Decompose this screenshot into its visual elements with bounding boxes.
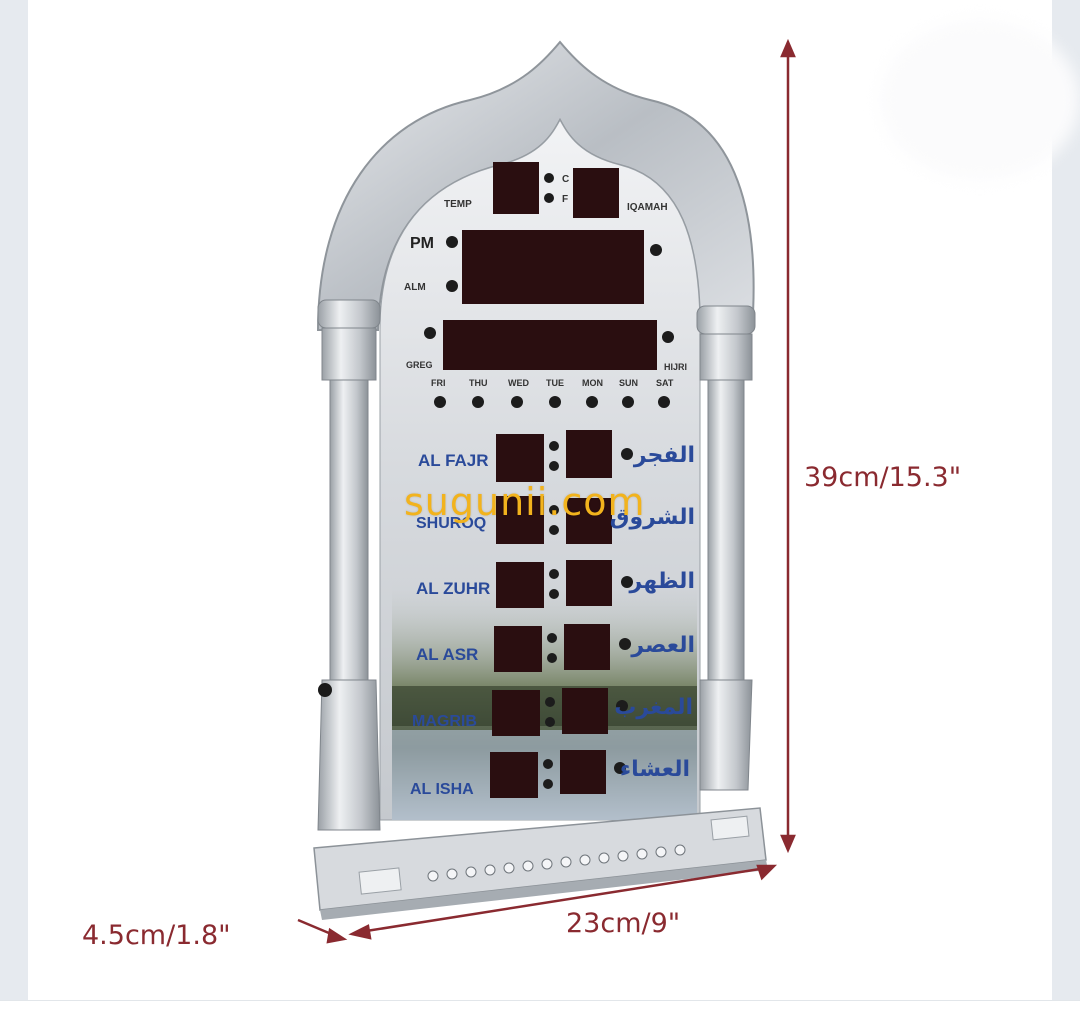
iqamah-label: IQAMAH [627, 202, 668, 213]
left-column [317, 299, 381, 831]
day-tue: TUE [546, 378, 564, 388]
height-arrow-bottom [780, 834, 796, 854]
width-line [359, 866, 767, 934]
width-arrow-right [756, 864, 778, 881]
prayer-ar-zuhr: الظهر [629, 569, 695, 594]
greg-label: GREG [406, 360, 433, 370]
time-display [462, 230, 644, 304]
alarm-label: ALM [404, 282, 426, 293]
iqamah-display [573, 168, 619, 218]
prayer-ar-fajr: الفجر [633, 443, 695, 468]
temp-unit-c: C [562, 174, 569, 185]
width-dimension-label: 23cm/9" [566, 908, 681, 939]
watermark-text: sugunii.com [404, 480, 646, 524]
dimension-lines [297, 38, 796, 944]
base-buttons [427, 844, 686, 882]
day-sat: SAT [656, 378, 674, 388]
depth-arrow [326, 927, 348, 944]
day-indicators: FRI THU WED TUE MON SUN SAT [431, 378, 674, 388]
height-dimension-label: 39cm/15.3" [804, 462, 962, 493]
prayer-en-shuroq: SHUROQ [416, 515, 486, 532]
clock-base [313, 807, 768, 920]
prayer-en-fajr: AL FAJR [418, 451, 489, 470]
day-mon: MON [582, 378, 603, 388]
prayer-ar-shuroq: الشروق [610, 505, 695, 530]
bottom-strip [0, 1000, 1080, 1035]
background-glow [880, 20, 1080, 180]
prayer-en-magrib: MAGRIB [412, 713, 477, 730]
day-thu: THU [469, 378, 488, 388]
prayer-ar-magrib: المغرب [614, 695, 693, 720]
prayer-ar-isha: العشاء [620, 757, 690, 782]
day-wed: WED [508, 378, 529, 388]
day-sun: SUN [619, 378, 638, 388]
day-fri: FRI [431, 378, 446, 388]
temp-unit-f: F [562, 194, 568, 205]
pm-label: PM [410, 235, 434, 252]
prayer-en-zuhr: AL ZUHR [416, 579, 490, 598]
prayer-rows: AL FAJR الفجر SHUROQ الشروق AL ZUHR الظه… [410, 430, 695, 798]
width-arrow-left [348, 924, 372, 940]
temp-label: TEMP [444, 199, 472, 210]
hijri-label: HIJRI [664, 362, 687, 372]
height-arrow-top [780, 38, 796, 58]
prayer-en-isha: AL ISHA [410, 781, 474, 798]
side-button [318, 683, 332, 697]
right-column [696, 305, 756, 791]
temperature-display [493, 162, 539, 214]
prayer-ar-asr: العصر [630, 633, 695, 658]
depth-dimension-label: 4.5cm/1.8" [82, 920, 231, 951]
date-display [443, 320, 657, 370]
prayer-en-asr: AL ASR [416, 645, 478, 664]
